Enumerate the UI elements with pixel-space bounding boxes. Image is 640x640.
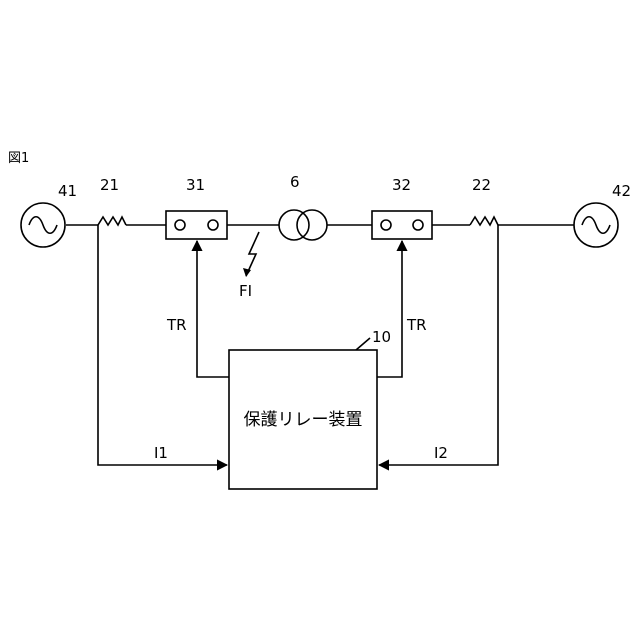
breaker-right-label: 32 [392,176,411,194]
transformer [279,210,327,240]
trip-line-right [377,241,402,377]
ct-left-label: 21 [100,176,119,194]
transformer-label: 6 [290,173,300,191]
trip-line-left [197,241,229,377]
current-line-right [379,225,498,465]
ac-source-right [574,203,618,247]
relay-ref-leader [356,338,370,350]
current-transformer-left [98,217,126,225]
relay-name: 保護リレー装置 [244,410,363,430]
current-transformer-right [470,217,498,225]
ct-right-label: 22 [472,176,491,194]
source-right-label: 42 [612,182,631,200]
relay-ref-label: 10 [372,328,391,346]
sine-wave-icon [582,217,610,234]
current-left-label: I1 [154,444,168,462]
source-left-label: 41 [58,182,77,200]
breaker-right [372,211,432,239]
breaker-left-label: 31 [186,176,205,194]
fault-label: FI [239,282,252,300]
sine-wave-icon [29,217,57,234]
current-right-label: I2 [434,444,448,462]
figure-label: 図1 [8,151,29,166]
trip-left-label: TR [166,316,187,334]
current-line-left [98,225,227,465]
trip-right-label: TR [406,316,427,334]
ac-source-left [21,203,65,247]
breaker-left [166,211,227,239]
